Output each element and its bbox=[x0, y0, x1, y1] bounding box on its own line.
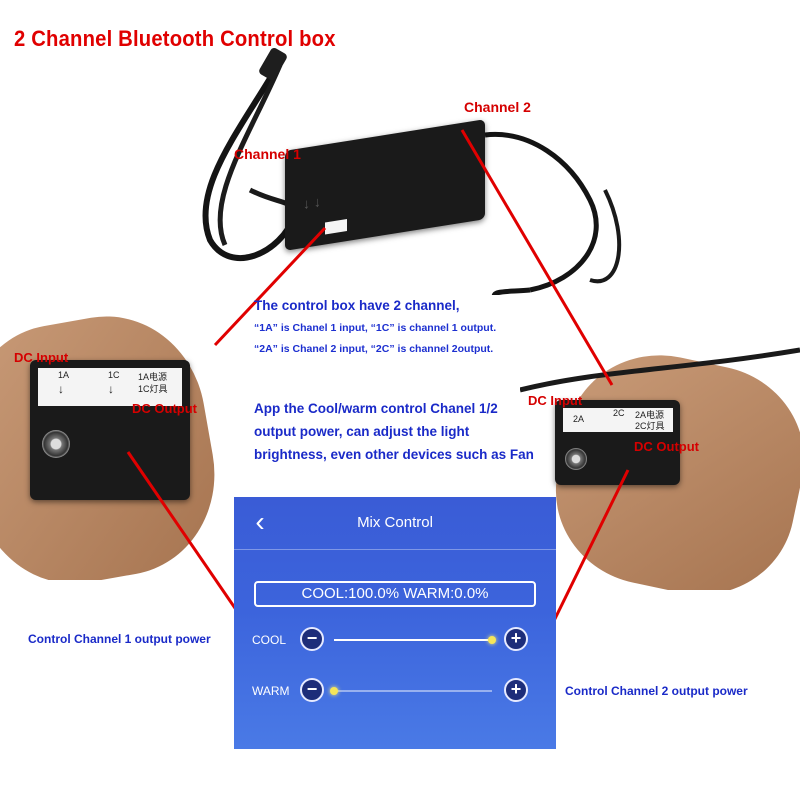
warm-label: WARM bbox=[252, 684, 290, 698]
dc-output-right-label: DC Output bbox=[634, 439, 699, 454]
control-box-photo: ↓ ↓ bbox=[150, 40, 650, 295]
description-line2: “1A” is Chanel 1 input, “1C” is channel … bbox=[254, 322, 497, 334]
label-cn2-right: 2C灯具 bbox=[635, 421, 665, 431]
cool-minus-button[interactable]: − bbox=[300, 627, 324, 651]
dc-input-left-label: DC Input bbox=[14, 350, 69, 365]
page-title: 2 Channel Bluetooth Control box bbox=[14, 26, 336, 51]
mix-control-panel: ‹ Mix Control COOL:100.0% WARM:0.0% COOL… bbox=[234, 497, 556, 749]
label-1c: 1C bbox=[108, 370, 120, 380]
warm-slider-thumb[interactable] bbox=[330, 687, 338, 695]
chevron-left-icon[interactable]: ‹ bbox=[255, 506, 265, 537]
warm-slider[interactable] bbox=[330, 687, 492, 695]
power-readout: COOL:100.0% WARM:0.0% bbox=[254, 581, 536, 607]
right-box-label: 2A 2C 2A电源 2C灯具 bbox=[563, 408, 673, 432]
label-2c: 2C bbox=[613, 408, 625, 418]
arrow-down-icon: ↓ bbox=[58, 382, 64, 396]
channel1-label: Channel 1 bbox=[234, 146, 301, 162]
label-cn1: 1A电源 bbox=[138, 372, 168, 382]
description-line3: “2A” is Chanel 2 input, “2C” is channel … bbox=[254, 343, 494, 355]
app-header: ‹ Mix Control bbox=[234, 497, 556, 550]
label-1a: 1A bbox=[58, 370, 70, 380]
description-block: The control box have 2 channel, “1A” is … bbox=[254, 298, 496, 355]
description-line1: The control box have 2 channel, bbox=[254, 298, 460, 313]
app-title: Mix Control bbox=[357, 514, 433, 531]
warm-plus-button[interactable]: + bbox=[504, 678, 528, 702]
dc-output-left-label: DC Output bbox=[132, 401, 197, 416]
channel2-power-caption: Control Channel 2 output power bbox=[565, 684, 748, 698]
dc-jack bbox=[42, 430, 70, 458]
dc-jack-right bbox=[565, 448, 587, 470]
box-sticker bbox=[325, 219, 347, 235]
arrow-down-icon: ↓ bbox=[108, 382, 114, 396]
right-box-photo: 2A 2C 2A电源 2C灯具 bbox=[520, 330, 800, 590]
label-cn2: 1C灯具 bbox=[138, 384, 168, 394]
arrow-down-icon: ↓ ↓ bbox=[303, 193, 321, 212]
channel2-label: Channel 2 bbox=[464, 99, 531, 115]
warm-minus-button[interactable]: − bbox=[300, 678, 324, 702]
cool-slider-fill bbox=[334, 639, 492, 641]
cool-label: COOL bbox=[252, 633, 287, 647]
cool-plus-button[interactable]: + bbox=[504, 627, 528, 651]
dc-input-right-label: DC Input bbox=[528, 393, 583, 408]
app-description: App the Cool/warm control Chanel 1/2 out… bbox=[254, 401, 534, 462]
left-box-photo: 1A ↓ 1C ↓ 1A电源 1C灯具 bbox=[0, 300, 250, 580]
left-box-label: 1A ↓ 1C ↓ 1A电源 1C灯具 bbox=[38, 368, 182, 406]
left-box-end: 1A ↓ 1C ↓ 1A电源 1C灯具 bbox=[30, 360, 190, 500]
cool-slider[interactable] bbox=[334, 636, 496, 644]
label-cn1-right: 2A电源 bbox=[635, 410, 665, 420]
channel1-power-caption: Control Channel 1 output power bbox=[28, 632, 211, 646]
cool-slider-thumb[interactable] bbox=[488, 636, 496, 644]
label-2a: 2A bbox=[573, 414, 585, 424]
